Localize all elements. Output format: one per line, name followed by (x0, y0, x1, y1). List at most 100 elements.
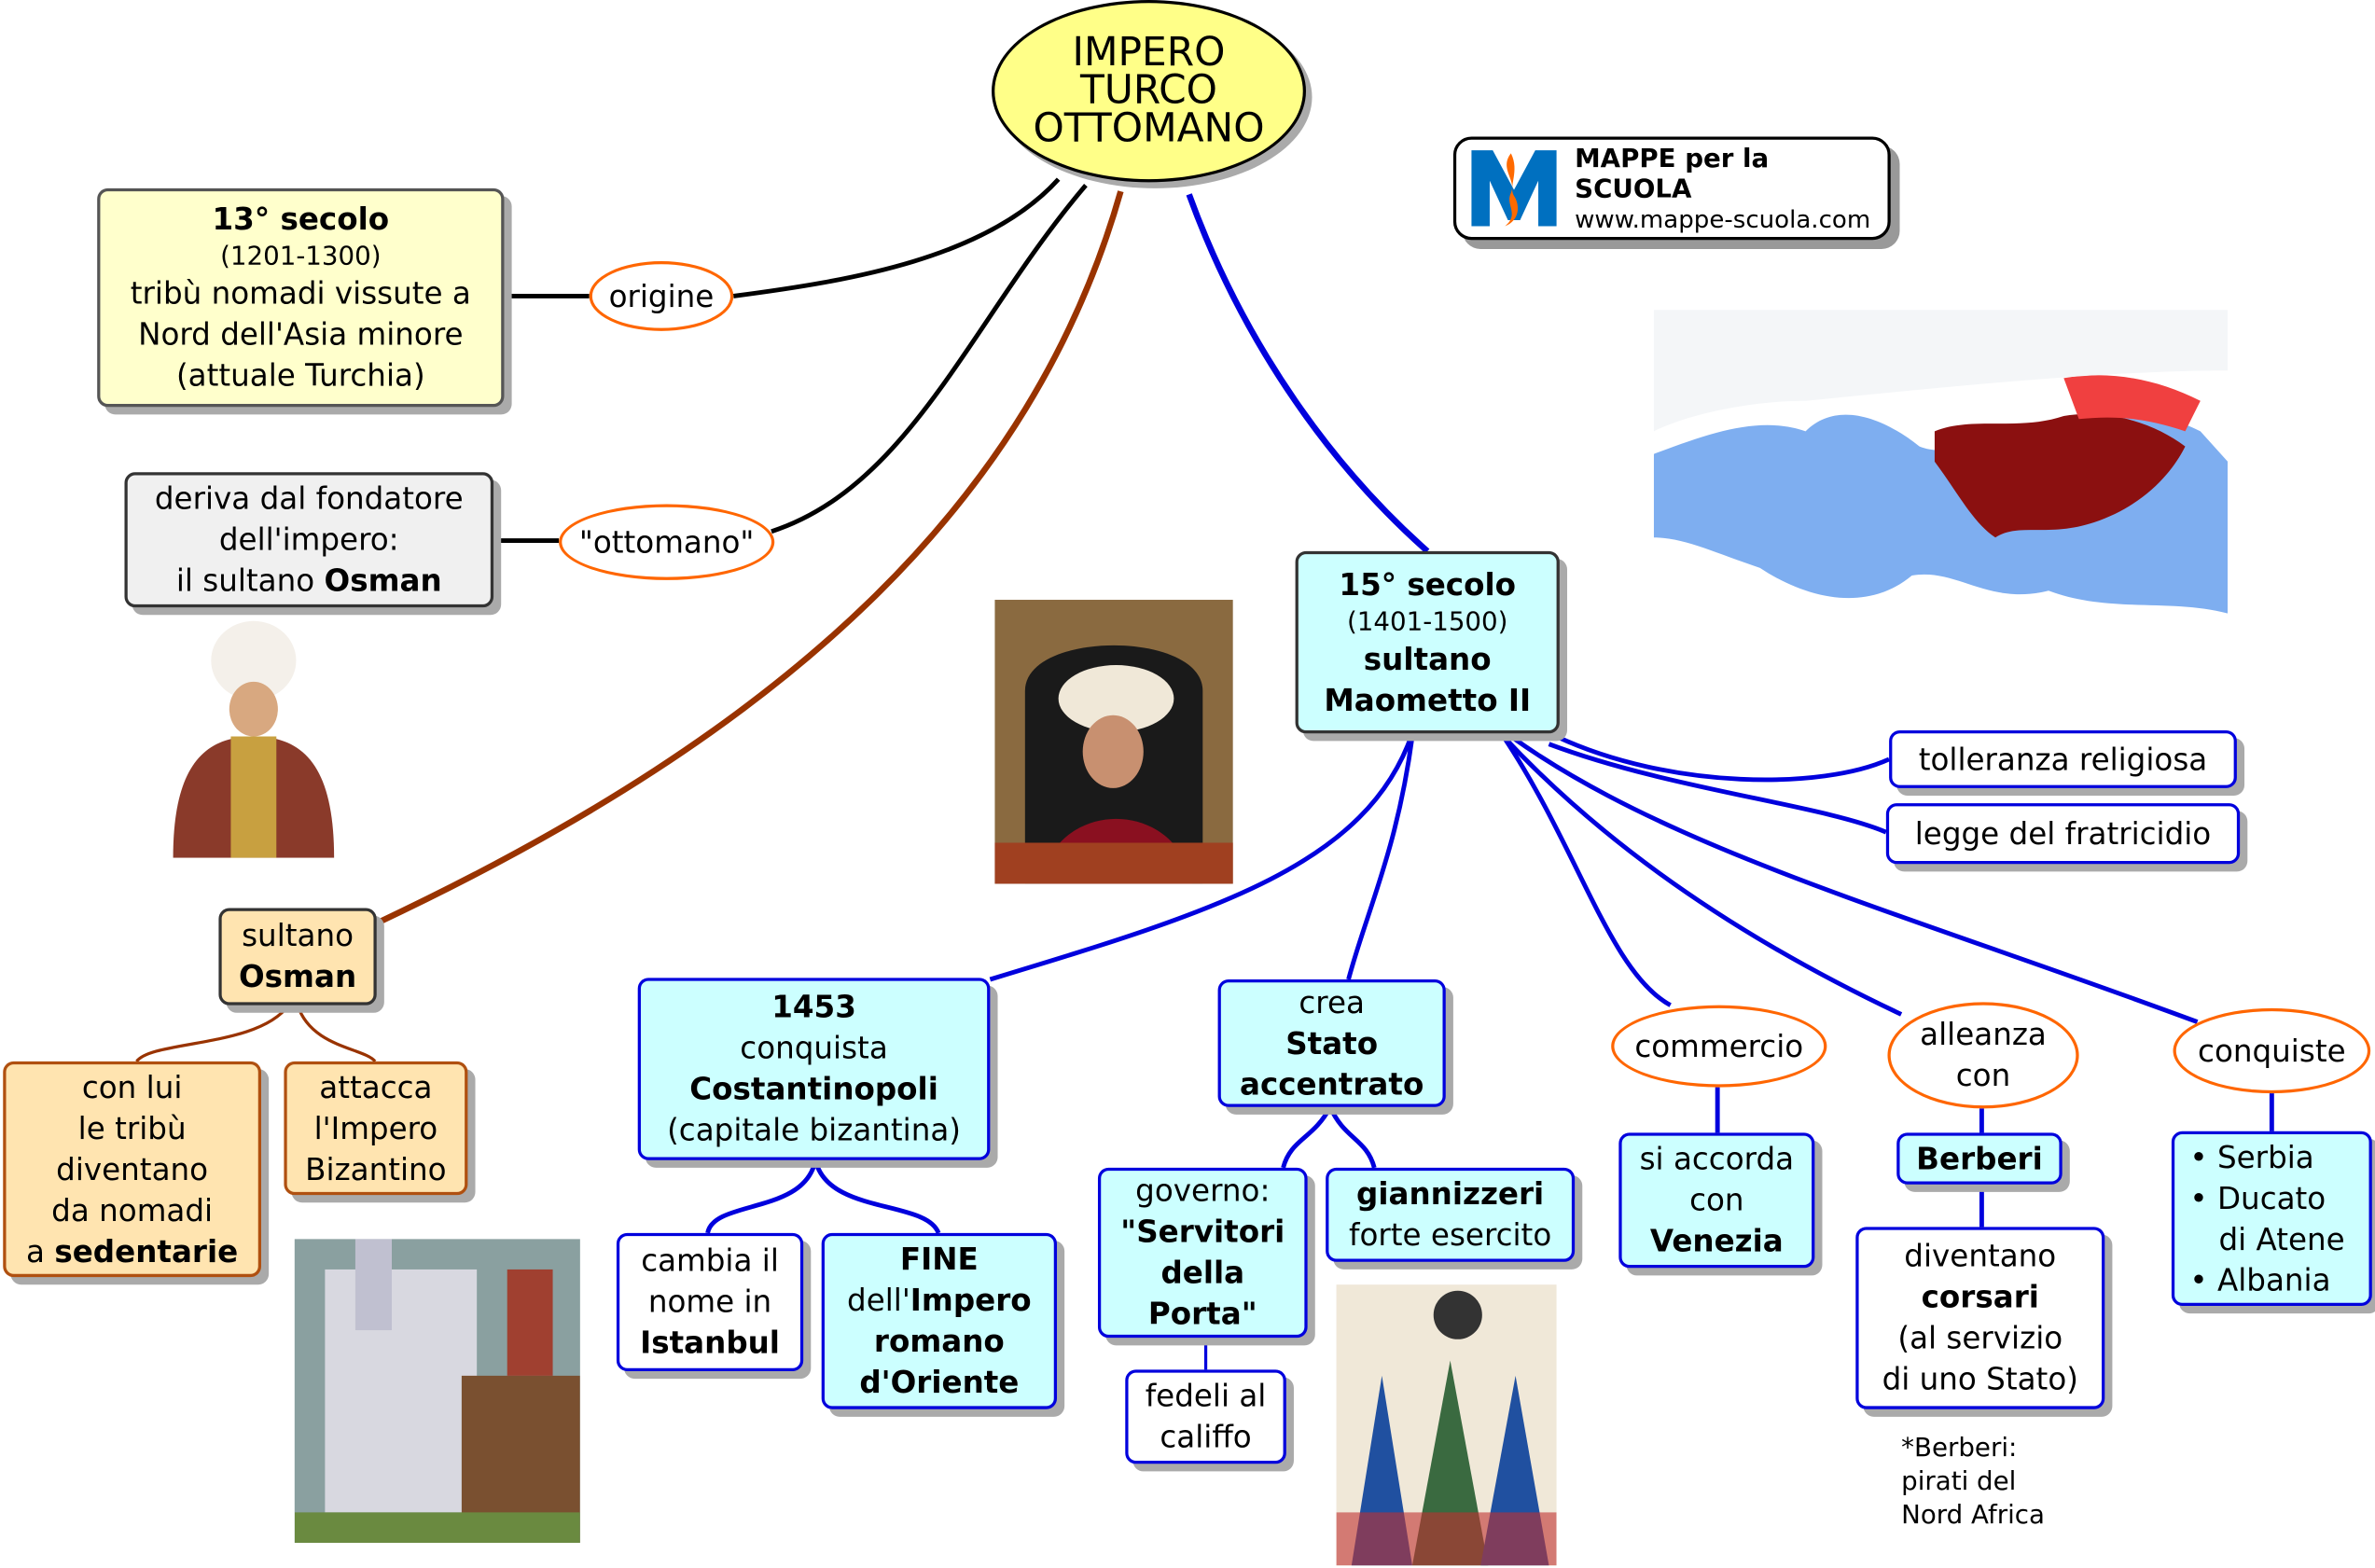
node-line: di uno Stato) (1882, 1359, 2078, 1400)
bold-text: 15° secolo (1339, 565, 1517, 603)
text: diventano (1904, 1237, 2057, 1274)
text: • Albania (2189, 1260, 2331, 1298)
logo-url[interactable]: www.mappe-scuola.com (1575, 203, 1871, 233)
node-n13[interactable]: 13° secolo(1201-1300)tribù nomadi vissut… (97, 187, 505, 408)
bold-text: Costantinopoli (689, 1070, 938, 1107)
connector-line (1509, 734, 2199, 1024)
node-line: governo: (1135, 1171, 1270, 1212)
bold-text: corsari (1921, 1278, 2039, 1315)
connector-line (732, 177, 1061, 298)
logo-mark-icon (1468, 145, 1560, 232)
node-origine[interactable]: origine (589, 260, 734, 331)
node-line: Nord dell'Asia minore (138, 314, 463, 355)
note-line: *Berberi: (1901, 1433, 2018, 1464)
node-line: il sultano Osman (176, 561, 442, 602)
node-conquiste[interactable]: conquiste (2173, 1007, 2371, 1094)
text: fedeli al (1145, 1377, 1267, 1414)
text: di Atene (2189, 1220, 2345, 1257)
text: TURCO (1079, 67, 1218, 114)
bold-text: Osman (324, 562, 442, 599)
connector-line (1548, 742, 1887, 835)
node-line: corsari (1922, 1277, 2039, 1318)
node-line: commercio (1634, 1026, 1803, 1067)
node-line: crea (1299, 981, 1365, 1022)
node-lista[interactable]: • Serbia • Ducato di Atene• Albania (2171, 1131, 2372, 1306)
text: IMPERO (1072, 29, 1226, 76)
berberi-note: *Berberi: pirati del Nord Africa (1901, 1432, 2045, 1532)
node-line: legge del fratricidio (1915, 813, 2211, 854)
node-line: le tribù (78, 1108, 187, 1149)
text: attacca (319, 1068, 433, 1105)
text: dell' (847, 1281, 910, 1319)
node-line: Istanbul (640, 1323, 780, 1364)
connector-line (1281, 1105, 1333, 1169)
text: si accorda (1639, 1140, 1795, 1177)
node-line: nome in (648, 1282, 771, 1323)
node-alleanza[interactable]: alleanza con (1887, 1002, 2079, 1109)
text: il sultano (175, 562, 325, 599)
text: • Serbia (2189, 1138, 2314, 1175)
text: da nomadi (51, 1191, 214, 1228)
node-line: IMPERO (1073, 33, 1226, 72)
node-line: attacca (319, 1067, 432, 1108)
node-commercio[interactable]: commercio (1611, 1005, 1827, 1088)
node-line: d'Oriente (859, 1362, 1019, 1403)
text: con (1955, 1057, 2011, 1094)
text: • Ducato (2189, 1179, 2326, 1216)
connector-line (135, 1004, 290, 1063)
text: conquiste (2198, 1032, 2346, 1069)
bold-text: Venezia (1649, 1222, 1784, 1259)
node-line: accentrato (1240, 1063, 1424, 1104)
siege-image (294, 1239, 580, 1543)
node-line: "Servitori (1120, 1212, 1285, 1253)
logo: MAPPE per la SCUOLA www.mappe-scuola.com (1452, 136, 1891, 241)
text: commercio (1634, 1027, 1804, 1064)
text: "ottomano" (578, 522, 755, 560)
node-line: (attuale Turchia) (176, 355, 425, 396)
bold-text: 1453 (771, 988, 856, 1025)
node-line: con (1956, 1055, 2010, 1096)
node-line: (capitale bizantina) (667, 1110, 961, 1151)
node-line: sultano (1364, 639, 1492, 680)
text: l'Impero (313, 1109, 438, 1146)
node-line: di Atene (2189, 1218, 2344, 1259)
text: alleanza (1920, 1016, 2047, 1053)
text: cambia il (641, 1242, 779, 1279)
bold-text: FINE (899, 1240, 979, 1278)
node-ottomano[interactable]: "ottomano" (559, 504, 775, 580)
node-line: fedeli al (1146, 1376, 1267, 1417)
text: crea (1299, 983, 1365, 1020)
node-berberi[interactable]: Berberi (1896, 1132, 2062, 1185)
bold-text: Stato (1285, 1024, 1379, 1062)
node-line: 13° secolo (213, 199, 390, 240)
connector-line (1186, 193, 1430, 554)
node-tolleranza[interactable]: tolleranza religiosa (1889, 730, 2237, 788)
text: le tribù (77, 1109, 187, 1146)
node-line: • Albania (2189, 1259, 2330, 1300)
map-image (1653, 310, 2229, 635)
bold-text: Maometto II (1324, 681, 1532, 718)
node-line: l'Impero (314, 1108, 438, 1149)
text: con (1689, 1181, 1744, 1218)
node-line: (1401-1500) (1347, 605, 1507, 639)
text: (capitale bizantina) (667, 1111, 962, 1148)
text: (1401-1500) (1346, 606, 1508, 637)
node-legge[interactable]: legge del fratricidio (1885, 803, 2241, 865)
